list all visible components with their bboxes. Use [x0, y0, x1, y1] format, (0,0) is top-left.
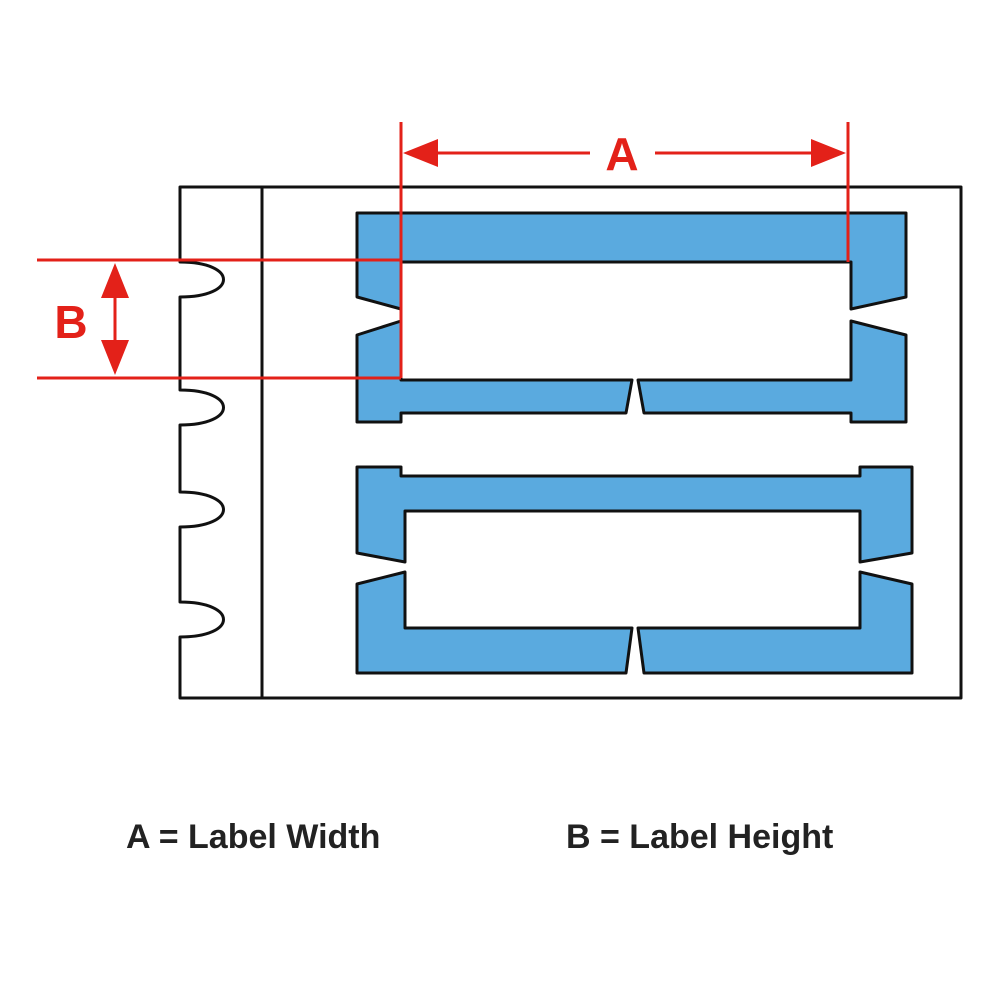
label-1-top-left-section — [355, 211, 908, 311]
dimension-b-letter: B — [54, 296, 87, 348]
dimension-a-arrowhead-left — [403, 139, 438, 167]
legend-label-height: B = Label Height — [566, 818, 834, 856]
dimension-b-arrowhead-bottom — [101, 340, 129, 375]
dimension-b-arrowhead-top — [101, 263, 129, 298]
label-1-bottom-right-section — [636, 319, 908, 424]
dimension-a-arrowhead-right — [811, 139, 846, 167]
label-liner — [178, 185, 963, 700]
dimension-a-letter: A — [605, 128, 638, 180]
legend-label-width: A = Label Width — [126, 818, 381, 856]
label-2 — [355, 465, 914, 675]
dimension-b: B — [37, 258, 401, 380]
label-2-bottom-left-section — [355, 570, 634, 675]
label-1 — [355, 211, 908, 424]
label-1-bottom-left-section — [355, 319, 634, 424]
label-2-top-section — [355, 465, 914, 564]
perforated-tractor-edge — [178, 185, 262, 700]
dimension-a: A — [399, 122, 850, 378]
label-2-bottom-right-section — [636, 570, 914, 675]
